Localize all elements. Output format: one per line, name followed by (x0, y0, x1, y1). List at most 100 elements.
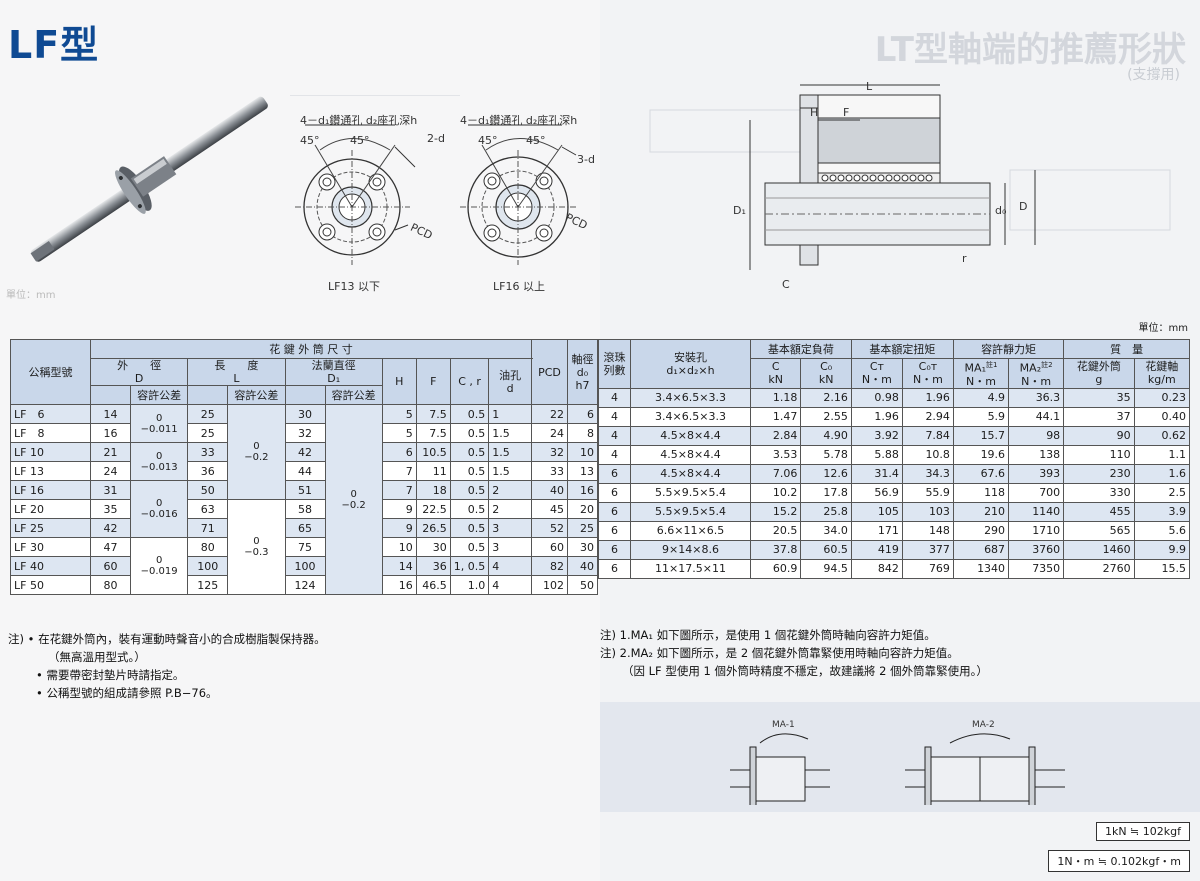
cell-model: LF 20 (10, 499, 91, 519)
cell-F: 7.5 (415, 423, 451, 443)
col-outer-dia-sym: D (134, 372, 144, 385)
cell-Cr: 0.5 (449, 499, 490, 519)
col-flange-label: 法蘭直徑 (311, 359, 356, 372)
col-pcd: PCD (531, 339, 568, 405)
col-group-load: 基本額定負荷 (750, 339, 852, 359)
cell-D1: 32 (284, 423, 326, 443)
product-photo (30, 96, 268, 262)
note-left-2: • 需要帶密封墊片時請指定。 (36, 668, 185, 682)
col-group-outer: 花 鍵 外 筒 尺 寸 (90, 339, 532, 359)
cell-F: 10.5 (415, 442, 451, 462)
cell-F: 22.5 (415, 499, 451, 519)
cell-pcd: 33 (531, 461, 568, 481)
cell-oil: 1 (488, 404, 532, 424)
unit-label-left: 單位：mm (6, 290, 56, 301)
cell-mount: 11×17.5×11 (630, 558, 751, 579)
tolerance-line: −0.019 (140, 566, 178, 577)
cell-oil: 3 (488, 537, 532, 557)
col-MA2-unit: N・m (1021, 374, 1052, 388)
cell-C0: 17.8 (800, 482, 852, 503)
col-L-value (187, 385, 229, 405)
cell-H: 7 (381, 461, 417, 481)
tolerance-line: −0.3 (244, 547, 269, 558)
cell-C0: 4.90 (800, 425, 852, 446)
hole-3d-label: 3-d (577, 153, 595, 166)
flange-drawing-lf13 (290, 95, 460, 265)
col-mount-label: 安裝孔 (674, 350, 707, 364)
cell-MA1: 4.9 (952, 387, 1010, 408)
cell-F: 46.5 (415, 575, 451, 595)
cell-Cr: 0.5 (449, 461, 490, 481)
cell-Cr: 0.5 (449, 518, 490, 538)
cell-d0: 50 (567, 575, 598, 595)
hole-2d-label: 2-d (427, 132, 445, 145)
cell-MA2: 700 (1008, 482, 1065, 503)
cell-L: 50 (187, 480, 229, 500)
col-D-tol: 容許公差 (129, 385, 189, 405)
col-L-tol: 容許公差 (227, 385, 286, 405)
cell-C0T: 148 (901, 520, 954, 541)
note-left-1-text: • 在花鍵外筒內，裝有運動時聲音小的合成樹脂製保持器。 (27, 632, 326, 646)
col-oil-d: d (506, 381, 514, 395)
cell-C: 37.8 (749, 539, 802, 560)
cell-MA1: 15.7 (952, 425, 1010, 446)
col-C0T-sym: C₀т (918, 360, 938, 374)
cell-model: LF 16 (10, 480, 91, 500)
cell-d0: 10 (567, 442, 598, 462)
cell-MA2: 7350 (1008, 558, 1065, 579)
cell-CT: 56.9 (850, 482, 903, 503)
section-drawing (649, 84, 1171, 270)
cell-L: 25 (187, 404, 229, 424)
cell-D1: 51 (284, 480, 326, 500)
notes-left: 注) • 在花鍵外筒內，裝有運動時聲音小的合成樹脂製保持器。 （無高溫用型式。）… (8, 630, 326, 702)
cell-mass-shaft: 0.62 (1133, 425, 1191, 446)
cell-balls: 4 (598, 425, 631, 446)
col-balls-label: 滾珠 (603, 350, 626, 364)
lf16-caption: LF16 以上 (493, 280, 545, 293)
cell-mount: 4.5×8×4.4 (630, 425, 751, 446)
cell-model: LF 8 (10, 423, 91, 443)
cell-CT: 419 (850, 539, 903, 560)
cell-F: 26.5 (415, 518, 451, 538)
cell-MA2: 44.1 (1008, 406, 1065, 427)
cell-d0: 6 (567, 404, 598, 424)
tolerance-line: 0 (155, 412, 163, 424)
col-group-torque: 基本額定扭矩 (850, 339, 954, 359)
cell-C: 7.06 (749, 463, 802, 484)
cell-mass-nut: 455 (1063, 501, 1135, 522)
cell-F: 30 (415, 537, 451, 557)
cell-balls: 4 (598, 406, 631, 427)
dim-r-label: r (962, 252, 967, 265)
cell-Cr: 0.5 (449, 442, 490, 462)
cell-mass-nut: 565 (1063, 520, 1135, 541)
dim-D1-label: D₁ (733, 204, 746, 217)
show-through-title: LT型軸端的推薦形狀 (874, 30, 1186, 70)
cell-MA1: 1340 (952, 558, 1010, 579)
cell-CT: 171 (850, 520, 903, 541)
col-flange-sym: D₁ (327, 372, 341, 385)
angle-label-2: 45° (350, 134, 370, 147)
dim-C-label: C (782, 278, 790, 291)
cell-C0T: 769 (901, 558, 954, 579)
col-group-moment: 容許靜力矩 (952, 339, 1065, 359)
cell-CT: 1.96 (850, 406, 903, 427)
col-D1-value (284, 385, 326, 405)
cell-pcd: 24 (531, 423, 568, 443)
cell-MA2: 36.3 (1008, 387, 1065, 408)
col-mass-shaft-label: 花鍵軸 (1145, 360, 1179, 374)
cell-oil: 2 (488, 499, 532, 519)
col-mass-nut-label: 花鍵外筒 (1076, 360, 1121, 374)
dim-L-label: L (866, 80, 873, 93)
